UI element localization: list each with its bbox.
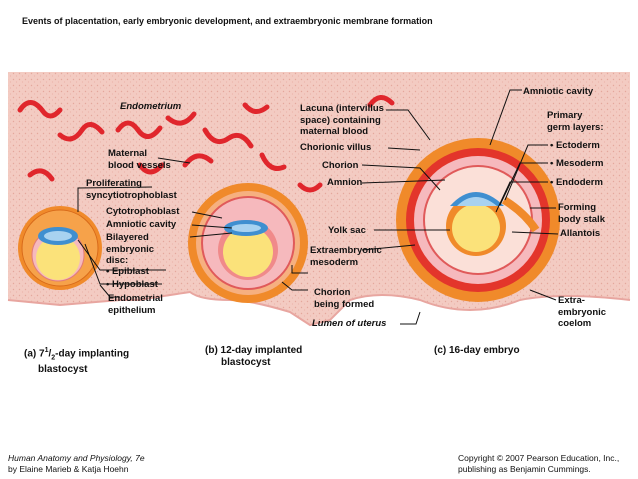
blastocyst-b xyxy=(188,183,308,303)
caption-a: (a) 71/2-day implanting blastocyst xyxy=(24,347,130,376)
label-endometrium: Endometrium xyxy=(120,101,182,112)
label-endoderm: • Endoderm xyxy=(550,177,603,188)
label-cytotrophoblast: Cytotrophoblast xyxy=(106,206,180,217)
label-hypoblast: • Hypoblast xyxy=(106,279,158,290)
label-chorion: Chorion xyxy=(322,160,359,171)
label-chorion-being-formed: Chorion being formed xyxy=(314,287,375,310)
label-amnion: Amnion xyxy=(327,177,363,188)
label-mesoderm: • Mesoderm xyxy=(550,158,604,169)
label-amniotic-cavity-c: Amniotic cavity xyxy=(523,86,594,97)
leader-lines xyxy=(77,89,559,325)
label-extraembryonic-coelom: Extra- embryonic coelom xyxy=(558,295,607,329)
label-chorionic-villus: Chorionic villus xyxy=(300,142,372,153)
label-amniotic-cavity-a: Amniotic cavity xyxy=(106,219,177,230)
figure-title: Events of placentation, early embryonic … xyxy=(22,16,433,26)
label-yolk-sac: Yolk sac xyxy=(328,225,366,236)
caption-c: (c) 16-day embryo xyxy=(434,345,520,356)
label-allantois: Allantois xyxy=(560,228,601,239)
caption-b: (b) 12-day implanted blastocyst xyxy=(205,345,303,368)
blastocyst-a xyxy=(18,206,102,290)
label-ectoderm: • Ectoderm xyxy=(550,140,600,151)
label-lacuna: Lacuna (intervillus space) containing ma… xyxy=(300,103,384,137)
label-proliferating-syncytiotrophoblast: Proliferating syncytiotrophoblast xyxy=(86,178,177,201)
label-lumen-of-uterus: Lumen of uterus xyxy=(312,318,387,329)
label-forming-body-stalk: Forming body stalk xyxy=(558,202,605,225)
maternal-blood-vessels xyxy=(17,95,395,193)
label-maternal-blood-vessels: Maternal blood vessels xyxy=(108,148,171,171)
label-extraembryonic-mesoderm: Extraembryonic mesoderm xyxy=(310,245,382,268)
label-epiblast: • Epiblast xyxy=(106,266,149,277)
footer-copyright: Copyright © 2007 Pearson Education, Inc.… xyxy=(458,453,620,474)
label-primary-germ-layers: Primary germ layers: xyxy=(547,110,604,133)
label-bilayered-embryonic-disc: Bilayered embryonic disc: xyxy=(106,232,155,266)
label-endometrial-epithelium: Endometrial epithelium xyxy=(108,293,163,316)
footer-credit: Human Anatomy and Physiology, 7e by Elai… xyxy=(8,453,145,474)
lumen-boundary xyxy=(7,290,631,327)
